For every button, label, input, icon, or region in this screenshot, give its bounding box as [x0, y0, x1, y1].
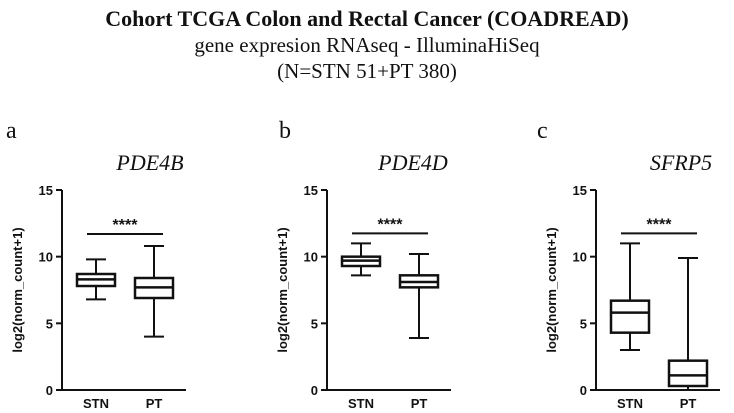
figure-subtitle: gene expresion RNAseq - IlluminaHiSeq [194, 33, 540, 57]
significance-label-a: **** [113, 217, 139, 234]
figure-sample-info: (N=STN 51+PT 380) [277, 59, 457, 83]
x-label-c-STN: STN [617, 396, 643, 411]
box-c-PT [667, 359, 709, 388]
panel-letter-a: a [6, 118, 17, 144]
y-tick-label-c-15: 15 [573, 183, 587, 198]
gene-title-b: PDE4D [377, 150, 448, 175]
y-axis-label-a: log2(norm_count+1) [10, 227, 25, 352]
y-tick-label-a-10: 10 [39, 250, 53, 265]
y-tick-label-c-0: 0 [580, 383, 587, 398]
y-tick-label-b-15: 15 [304, 183, 318, 198]
figure-title: Cohort TCGA Colon and Rectal Cancer (COA… [105, 6, 629, 31]
y-tick-label-a-0: 0 [46, 383, 53, 398]
x-label-b-PT: PT [411, 396, 428, 411]
y-tick-label-b-10: 10 [304, 250, 318, 265]
y-tick-label-c-10: 10 [573, 250, 587, 265]
panel-letter-c: c [537, 118, 548, 144]
significance-label-c: **** [647, 216, 673, 233]
y-axis-label-c: log2(norm_count+1) [544, 227, 559, 352]
y-tick-label-a-15: 15 [39, 183, 53, 198]
x-label-b-STN: STN [348, 396, 374, 411]
y-axis-label-b: log2(norm_count+1) [275, 227, 290, 352]
y-tick-label-b-5: 5 [311, 316, 318, 331]
significance-label-b: **** [378, 216, 404, 233]
x-label-c-PT: PT [680, 396, 697, 411]
gene-title-c: SFRP5 [650, 150, 712, 175]
x-label-a-STN: STN [83, 396, 109, 411]
y-tick-label-a-5: 5 [46, 316, 53, 331]
box-c-STN [609, 299, 651, 334]
panel-letter-b: b [279, 118, 291, 144]
x-label-a-PT: PT [146, 396, 163, 411]
y-tick-label-b-0: 0 [311, 383, 318, 398]
gene-title-a: PDE4B [115, 150, 183, 175]
y-tick-label-c-5: 5 [580, 316, 587, 331]
figure-header: Cohort TCGA Colon and Rectal Cancer (COA… [0, 0, 734, 84]
